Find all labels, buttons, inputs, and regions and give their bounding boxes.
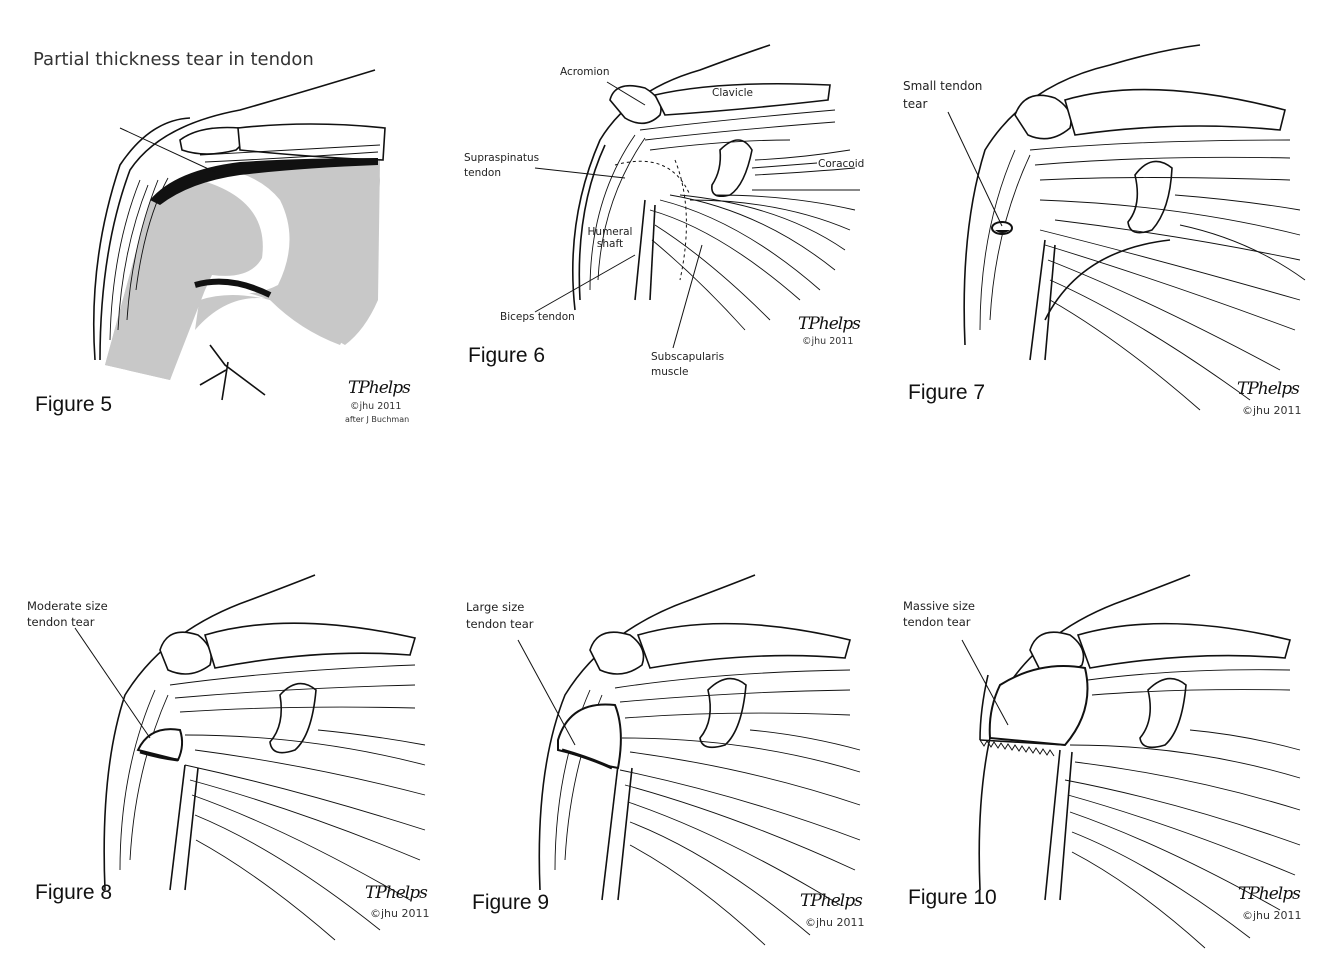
figure-10-signature: TPhelps xyxy=(1238,884,1301,904)
figure-10-illustration xyxy=(961,574,1301,949)
figure-9-label: Figure 9 xyxy=(472,891,550,914)
figure-9-illustration xyxy=(517,574,861,946)
figure-5-illustration xyxy=(92,69,386,401)
figure-9-signature: TPhelps xyxy=(800,891,863,911)
figure-7-panel: Small tendon tear Figure 7 TPhelps ©jhu … xyxy=(880,0,1324,440)
label-supraspinatus-tendon: Supraspinatus tendon xyxy=(464,152,540,179)
figure-9-copyright: ©jhu 2011 xyxy=(805,916,865,929)
figure-8-panel: Moderate size tendon tear Figure 8 TPhel… xyxy=(0,540,440,978)
figure-7-signature: TPhelps xyxy=(1237,379,1300,399)
label-large-tendon-tear: Large size tendon tear xyxy=(466,600,534,631)
figure-5-signature: TPhelps xyxy=(348,378,411,398)
label-moderate-tendon-tear: Moderate size tendon tear xyxy=(27,599,108,629)
figure-7-illustration xyxy=(947,44,1306,411)
label-small-tendon-tear: Small tendon tear xyxy=(903,79,983,111)
label-acromion: Acromion xyxy=(560,66,610,78)
figure-9-panel: Large size tendon tear Figure 9 TPhelps … xyxy=(440,540,880,978)
figure-5-credit: after J Buchman xyxy=(345,415,410,424)
figure-10-panel: Massive size tendon tear Figure 10 TPhel… xyxy=(880,540,1324,978)
figure-6-label: Figure 6 xyxy=(468,344,546,367)
figure-5-panel: Partial thickness tear in tendon Figure … xyxy=(0,0,440,440)
figure-5-label: Figure 5 xyxy=(35,393,113,416)
label-partial-thickness-tear: Partial thickness tear in tendon xyxy=(33,49,314,70)
figure-8-label: Figure 8 xyxy=(35,881,113,904)
figure-10-label: Figure 10 xyxy=(908,886,997,909)
figure-6-signature: TPhelps xyxy=(798,314,861,334)
figure-7-label: Figure 7 xyxy=(908,381,986,404)
figure-8-copyright: ©jhu 2011 xyxy=(370,907,430,920)
figure-6-copyright: ©jhu 2011 xyxy=(802,336,854,347)
label-massive-tendon-tear: Massive size tendon tear xyxy=(903,599,975,629)
label-clavicle: Clavicle xyxy=(712,87,753,99)
figure-7-copyright: ©jhu 2011 xyxy=(1242,404,1302,417)
label-subscapularis-muscle: Subscapularis muscle xyxy=(651,351,725,378)
label-coracoid: Coracoid xyxy=(818,158,865,170)
figure-10-copyright: ©jhu 2011 xyxy=(1242,909,1302,922)
figure-5-copyright: ©jhu 2011 xyxy=(350,401,402,412)
label-humeral-shaft: Humeral shaft xyxy=(587,226,633,250)
figure-8-illustration xyxy=(74,574,426,941)
figure-6-illustration xyxy=(534,44,860,349)
figure-6-panel: Acromion Clavicle Supraspinatus tendon C… xyxy=(440,0,880,440)
figure-8-signature: TPhelps xyxy=(365,883,428,903)
label-biceps-tendon: Biceps tendon xyxy=(500,311,575,323)
